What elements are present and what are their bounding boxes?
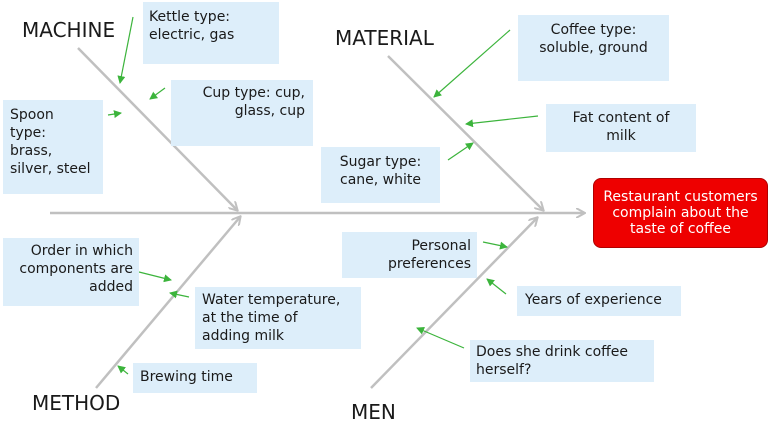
cause-brewing-time: Brewing time (133, 363, 257, 393)
arrow-kettle-type (117, 16, 134, 84)
material-rib (387, 55, 543, 210)
cause-personal-preferences: Personal preferences (342, 232, 477, 278)
cause-spoon-type: Spoon type: brass, silver, steel (3, 100, 103, 194)
arrow-water-temperature (169, 290, 190, 299)
cause-years-experience: Years of experience (517, 286, 681, 316)
cause-order-components: Order in which components are added (3, 238, 139, 306)
cause-water-temperature: Water temperature, at the time of adding… (195, 287, 361, 349)
category-men: MEN (351, 400, 396, 424)
cause-sugar-type: Sugar type: cane, white (321, 147, 440, 203)
method-rib (95, 217, 240, 389)
category-material: MATERIAL (335, 26, 434, 50)
cause-cup-type: Cup type: cup, glass, cup (171, 80, 313, 146)
cause-fat-content: Fat content of milk (546, 104, 696, 152)
arrow-years-experience (486, 278, 507, 295)
arrow-spoon-type (107, 110, 122, 119)
men-rib (370, 218, 537, 389)
category-machine: MACHINE (22, 18, 116, 42)
machine-rib (77, 47, 237, 210)
arrow-fat-content (465, 115, 539, 128)
arrow-drink-coffee (416, 327, 465, 349)
cause-coffee-type: Coffee type: soluble, ground (518, 15, 669, 81)
arrow-sugar-type (447, 142, 474, 161)
cause-drink-coffee: Does she drink coffee herself? (470, 340, 654, 382)
arrow-cup-type (149, 87, 166, 100)
arrow-coffee-type (433, 29, 511, 98)
effect-box: Restaurant customers complain about the … (593, 178, 768, 248)
arrow-order-components (138, 271, 172, 283)
arrow-brewing-time (117, 365, 129, 375)
cause-kettle-type: Kettle type: electric, gas (143, 2, 279, 64)
arrow-personal-preferences (482, 241, 508, 250)
category-method: METHOD (32, 391, 121, 415)
